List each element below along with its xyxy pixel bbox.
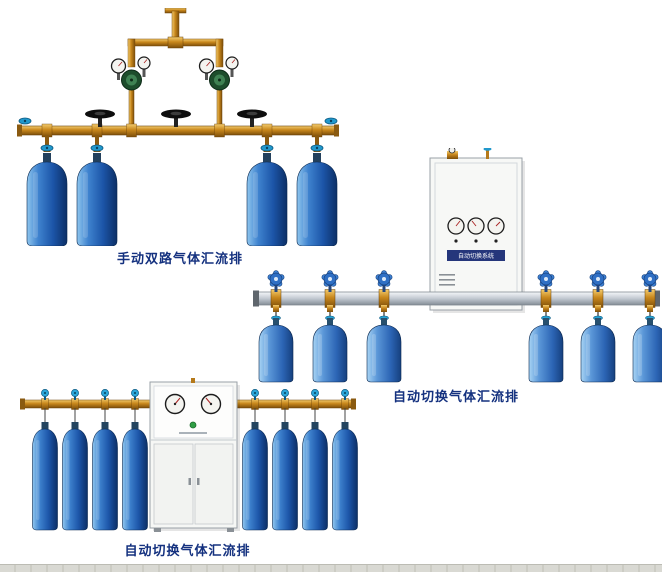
figure-caption: 自动切换气体汇流排 [392,390,519,405]
cabinet-top-fitting [447,151,458,159]
gas-cylinder [242,421,268,531]
cabinet-top-fitting [191,378,195,383]
end-valve-knob [18,117,32,125]
cylinder-valve-knob [40,144,54,152]
figure-manual-dual-manifold: 手动双路气体汇流排 [15,8,345,267]
cylinder-bank [32,408,358,531]
gas-cylinder [32,421,58,531]
control-cabinet: 自动切换系统 [429,148,525,313]
valve-handwheel [85,109,115,127]
gas-cylinder [366,315,402,383]
gas-cylinder [26,152,68,246]
star-valve-knob [267,270,285,287]
gas-regulator [110,56,151,129]
manual-dual-manifold-image [17,8,339,246]
cylinder-valve-knob [100,388,110,398]
gas-cylinder [76,152,118,246]
gas-cylinder [632,315,662,383]
pressure-gauge [448,148,456,154]
gas-cylinder [92,421,118,531]
gas-cylinder [528,315,564,383]
auto-switch-center-image [20,378,358,532]
gas-cylinder [332,421,358,531]
gas-cylinder [580,315,616,383]
end-valve-knob [324,117,338,125]
cylinder-valve-knob [340,388,350,398]
cylinder-valve-knob [250,388,260,398]
cylinder-valve-knob [70,388,80,398]
cylinder-valve-knob [90,144,104,152]
star-valve-knob [537,270,555,287]
manifold-pipe [17,123,339,138]
door-handle [197,478,200,485]
manifold-pipe [253,289,660,308]
cabinet-door [153,443,194,525]
control-cabinet [149,378,240,532]
valve-knobs [267,270,659,292]
cabinet-nameplate [447,250,505,261]
gas-cylinder [272,421,298,531]
cylinder-bank [258,305,662,383]
figure-auto-switch-manifold-center: 自动切换气体汇流排 [15,378,360,559]
star-valve-knob [321,270,339,287]
gas-regulator [198,56,239,129]
cabinet-nameplate-text: 自动切换系统 [458,252,494,260]
star-valve-knob [589,270,607,287]
top-inlet-assembly [127,8,224,68]
star-valve-knob [641,270,659,287]
cylinder-valve-knob [310,388,320,398]
cylinder-bank [26,135,338,246]
cylinder-valve-knob [40,388,50,398]
top-valve-knob [483,148,492,151]
indicator-button [189,421,197,429]
cabinet-door [194,443,234,525]
cylinder-valve-knob [280,388,290,398]
gas-cylinder [302,421,328,531]
valve-knobs [40,388,350,400]
page-bottom-strip [0,564,662,572]
figure-caption: 手动双路气体汇流排 [116,252,243,267]
gas-cylinder [312,315,348,383]
auto-switch-manifold-image: 自动切换系统 [253,148,662,383]
figure-auto-switch-manifold: 自动切换系统 [250,148,662,405]
star-valve-knob [375,270,393,287]
gas-cylinder [62,421,88,531]
valve-handwheel [161,109,191,127]
gas-cylinder [258,315,294,383]
gas-cylinder [122,421,148,531]
figure-caption: 自动切换气体汇流排 [124,544,251,559]
cylinder-valve-knob [130,388,140,398]
door-handle [188,478,191,485]
